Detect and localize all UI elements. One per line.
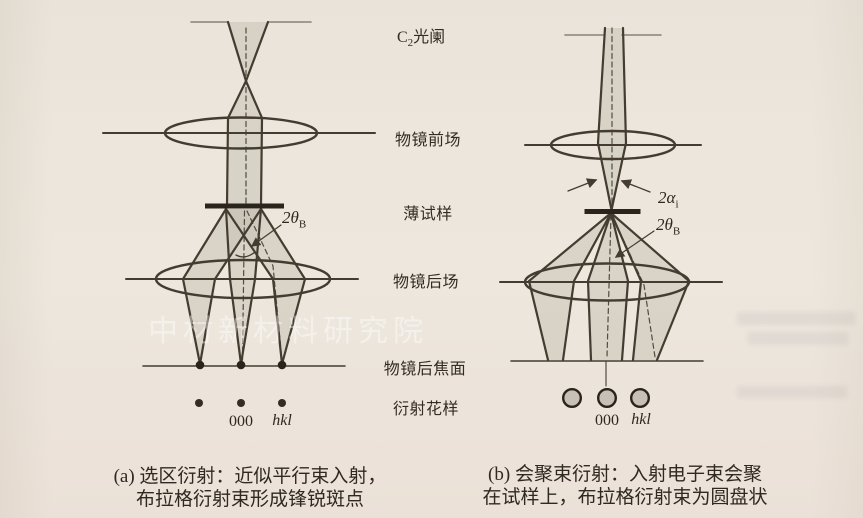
cbed-back-focal-plane (510, 360, 704, 387)
sad-prefield-lens (102, 116, 376, 150)
cbed-convergence-arrows (567, 178, 651, 193)
alpha-angle-subscript: i (675, 198, 679, 211)
page-bleed-through (737, 386, 847, 398)
bragg-angle-subscript: B (298, 218, 307, 231)
cbed-diagram (499, 26, 723, 409)
label-sad-bragg-angle: 2θB (282, 208, 306, 230)
c2-symbol: C (397, 29, 408, 46)
caption-b-line2: 在试样上，布拉格衍射束为圆盘状 (482, 486, 768, 508)
sad-diagram (102, 20, 376, 407)
c2-aperture-text: 光阑 (413, 29, 446, 46)
bragg-angle-symbol: 2θ (282, 208, 299, 227)
label-objective-prefield: 物镜前场 (394, 132, 461, 149)
label-cbed-hkl: hkl (631, 411, 651, 428)
caption-a-line1: (a) 选区衍射：近似平行束入射， (113, 466, 387, 487)
cbed-bragg-angle-pointer (614, 230, 655, 258)
cbed-pattern-discs (562, 388, 651, 409)
alpha-angle-symbol: 2α (658, 188, 676, 207)
label-diffraction-pattern: 衍射花样 (392, 401, 459, 418)
caption-b: (b) 会聚束衍射：入射电子束会聚 在试样上，布拉格衍射束为圆盘状 (455, 464, 795, 509)
label-cbed-bragg-angle: 2θB (656, 215, 680, 237)
cbed-specimen-bar (584, 209, 641, 214)
bragg-angle-symbol: 2θ (656, 215, 673, 234)
sad-bragg-angle-pointer (235, 224, 282, 258)
sad-pattern-spots (195, 399, 286, 407)
sad-specimen-bar (205, 203, 284, 209)
caption-a: (a) 选区衍射：近似平行束入射， 布拉格衍射束形成锋锐斑点 (95, 466, 405, 511)
sad-back-focal-plane (142, 360, 346, 370)
c2-subscript: 2 (407, 37, 414, 50)
label-cbed-000: 000 (595, 412, 619, 429)
caption-a-line2: 布拉格衍射束形成锋锐斑点 (135, 488, 364, 510)
label-sad-hkl: hkl (272, 412, 292, 429)
sad-postfield-lens (125, 258, 359, 300)
label-thin-specimen: 薄试样 (403, 206, 453, 223)
cbed-prefield-lens (524, 129, 702, 161)
label-cbed-convergence-angle: 2αi (658, 188, 679, 210)
label-c2-aperture: C2光阑 (397, 23, 445, 49)
caption-b-line1: (b) 会聚束衍射：入射电子束会聚 (488, 464, 762, 485)
label-objective-postfield: 物镜后场 (392, 274, 459, 291)
page-bleed-through (737, 312, 855, 325)
label-back-focal-plane: 物镜后焦面 (383, 361, 467, 378)
label-sad-000: 000 (229, 413, 253, 430)
cbed-postfield-lens (499, 262, 723, 302)
page-bleed-through (748, 332, 848, 345)
bragg-angle-subscript: B (672, 225, 681, 238)
